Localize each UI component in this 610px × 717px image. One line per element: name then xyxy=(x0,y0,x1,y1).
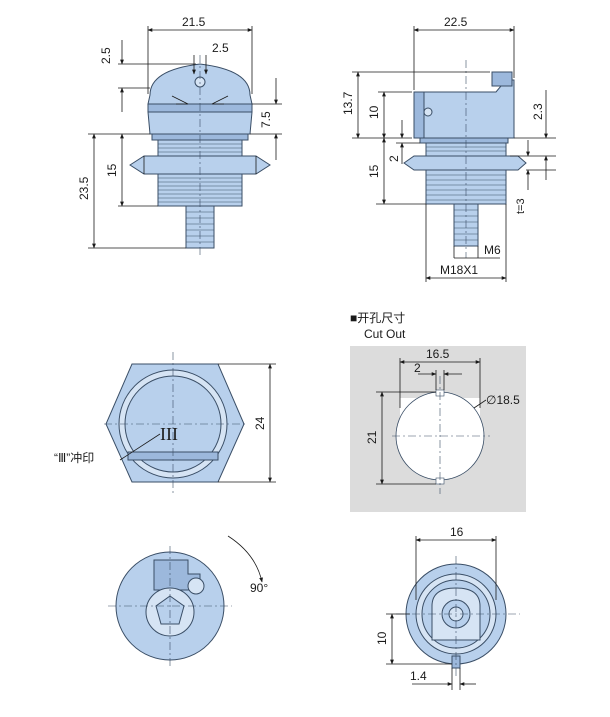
cutout-height: 21 xyxy=(365,430,379,444)
section-h-lower: 15 xyxy=(367,164,381,178)
rotation-view: 90° xyxy=(108,535,268,668)
side-view: 21.5 2.5 2.5 7.5 15 23.5 xyxy=(77,15,282,255)
section-h-step: 2 xyxy=(387,155,401,162)
side-dia-hole: 2.5 xyxy=(212,41,229,55)
section-dia-top: 22.5 xyxy=(444,15,468,29)
section-right-23: 2.3 xyxy=(531,103,545,120)
section-thickness: t=3 xyxy=(515,198,527,214)
side-h-total: 23.5 xyxy=(77,176,91,200)
section-h-head: 13.7 xyxy=(341,91,355,115)
top-marking: III xyxy=(160,424,178,444)
cutout-title-en: Cut Out xyxy=(364,327,406,341)
top-view: III “Ⅲ”冲印 24 xyxy=(54,352,276,494)
top-across-flats: 24 xyxy=(253,416,267,430)
rotation-angle: 90° xyxy=(250,581,268,595)
bottom-height: 10 xyxy=(375,631,389,645)
side-h-cap: 2.5 xyxy=(99,47,113,64)
bottom-width: 16 xyxy=(450,525,464,539)
cutout-view: ■开孔尺寸 Cut Out 16.5 2 ∅18.5 21 xyxy=(350,311,526,512)
section-thread-main: M18X1 xyxy=(440,263,478,277)
cutout-key-w: 2 xyxy=(414,361,421,375)
bottom-view: 16 10 1.4 xyxy=(375,525,520,690)
cutout-diameter: ∅18.5 xyxy=(486,393,520,407)
top-marking-label: “Ⅲ”冲印 xyxy=(54,450,94,465)
bottom-offset: 1.4 xyxy=(410,669,427,683)
side-h-thread: 15 xyxy=(105,163,119,177)
cutout-title-cn: ■开孔尺寸 xyxy=(350,311,405,325)
side-dia-top: 21.5 xyxy=(182,15,206,29)
section-h-upper: 10 xyxy=(367,105,381,119)
section-thread-small: M6 xyxy=(484,243,501,257)
section-view: 22.5 13.7 10 2 15 2.3 t=3 M6 M18X1 xyxy=(341,15,556,282)
side-h-body: 7.5 xyxy=(259,111,273,128)
cutout-width: 16.5 xyxy=(426,347,450,361)
